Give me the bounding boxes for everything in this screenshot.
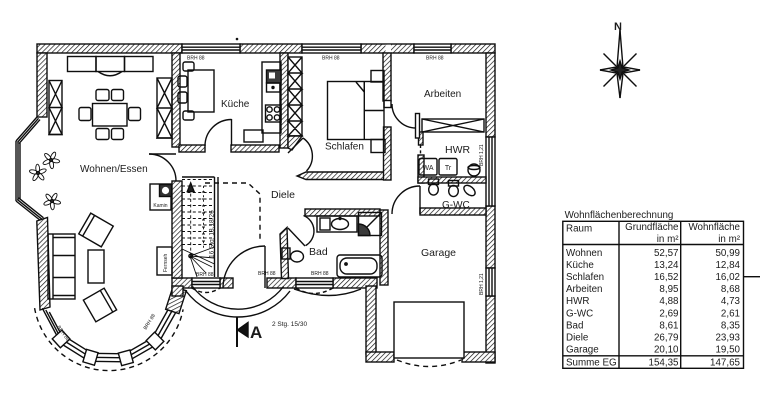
- svg-text:8,61: 8,61: [659, 320, 678, 331]
- svg-text:Wohnen/Essen: Wohnen/Essen: [80, 164, 148, 175]
- svg-text:Bad: Bad: [566, 320, 583, 331]
- svg-text:BRH 1,21: BRH 1,21: [479, 273, 485, 295]
- svg-text:12,84: 12,84: [715, 260, 740, 271]
- svg-text:Schlafen: Schlafen: [566, 272, 604, 283]
- svg-text:BRH 88: BRH 88: [187, 56, 205, 62]
- svg-text:G-WC: G-WC: [442, 200, 470, 211]
- svg-text:in m²: in m²: [657, 234, 680, 245]
- svg-text:BRH 88: BRH 88: [426, 56, 444, 62]
- svg-text:Arbeiten: Arbeiten: [566, 284, 603, 295]
- svg-text:N: N: [614, 21, 622, 33]
- svg-text:19,50: 19,50: [715, 344, 740, 355]
- svg-text:154,35: 154,35: [649, 358, 680, 369]
- svg-text:Diele: Diele: [566, 332, 589, 343]
- svg-text:BRH 88: BRH 88: [143, 313, 157, 331]
- svg-text:Wohnfläche: Wohnfläche: [688, 222, 740, 233]
- svg-text:BRH 88: BRH 88: [196, 272, 214, 278]
- svg-text:20,10: 20,10: [654, 344, 679, 355]
- svg-text:16 Stg. 18,18/26: 16 Stg. 18,18/26: [209, 210, 216, 258]
- svg-text:WA: WA: [422, 165, 433, 172]
- svg-text:BRH 1,21: BRH 1,21: [479, 144, 485, 166]
- svg-text:Raum: Raum: [566, 224, 592, 235]
- svg-text:Diele: Diele: [271, 189, 295, 201]
- svg-text:BRH 88: BRH 88: [322, 56, 340, 62]
- svg-text:2,69: 2,69: [659, 308, 678, 319]
- svg-text:2 Stg. 15/30: 2 Stg. 15/30: [272, 321, 307, 328]
- svg-text:23,93: 23,93: [715, 332, 740, 343]
- svg-text:Garage: Garage: [421, 247, 456, 259]
- svg-text:BRH 88: BRH 88: [311, 271, 329, 277]
- svg-text:Tr: Tr: [445, 165, 452, 172]
- svg-text:BRH 88: BRH 88: [258, 271, 276, 277]
- svg-text:Küche: Küche: [566, 260, 594, 271]
- svg-text:Bad: Bad: [309, 246, 328, 258]
- svg-text:16,52: 16,52: [654, 272, 679, 283]
- svg-text:4,88: 4,88: [659, 296, 679, 307]
- svg-text:52,57: 52,57: [654, 248, 679, 259]
- svg-text:HWR: HWR: [445, 144, 470, 156]
- svg-text:Schlafen: Schlafen: [325, 142, 364, 153]
- svg-text:147,65: 147,65: [710, 358, 741, 369]
- svg-text:A: A: [250, 323, 262, 342]
- svg-text:Kamin: Kamin: [153, 203, 167, 209]
- svg-text:2,61: 2,61: [721, 308, 740, 319]
- svg-text:8,35: 8,35: [721, 320, 741, 331]
- svg-text:G-WC: G-WC: [566, 308, 593, 319]
- svg-text:Grundfläche: Grundfläche: [625, 222, 679, 233]
- svg-text:4,73: 4,73: [721, 296, 741, 307]
- svg-text:13,24: 13,24: [654, 260, 679, 271]
- svg-text:Garage: Garage: [566, 344, 599, 355]
- svg-text:Summe EG: Summe EG: [566, 358, 617, 369]
- svg-text:Fernseh: Fernseh: [163, 253, 169, 272]
- svg-text:in m²: in m²: [718, 234, 741, 245]
- svg-text:26,79: 26,79: [654, 332, 679, 343]
- svg-text:Küche: Küche: [221, 99, 250, 110]
- svg-text:16,02: 16,02: [715, 272, 740, 283]
- svg-text:HWR: HWR: [566, 296, 589, 307]
- svg-text:Wohnflächenberechnung: Wohnflächenberechnung: [565, 210, 674, 221]
- svg-text:8,68: 8,68: [721, 284, 741, 295]
- svg-text:8,95: 8,95: [659, 284, 679, 295]
- svg-text:50,99: 50,99: [715, 248, 740, 259]
- svg-text:Arbeiten: Arbeiten: [424, 89, 461, 100]
- svg-text:Wohnen: Wohnen: [566, 248, 602, 259]
